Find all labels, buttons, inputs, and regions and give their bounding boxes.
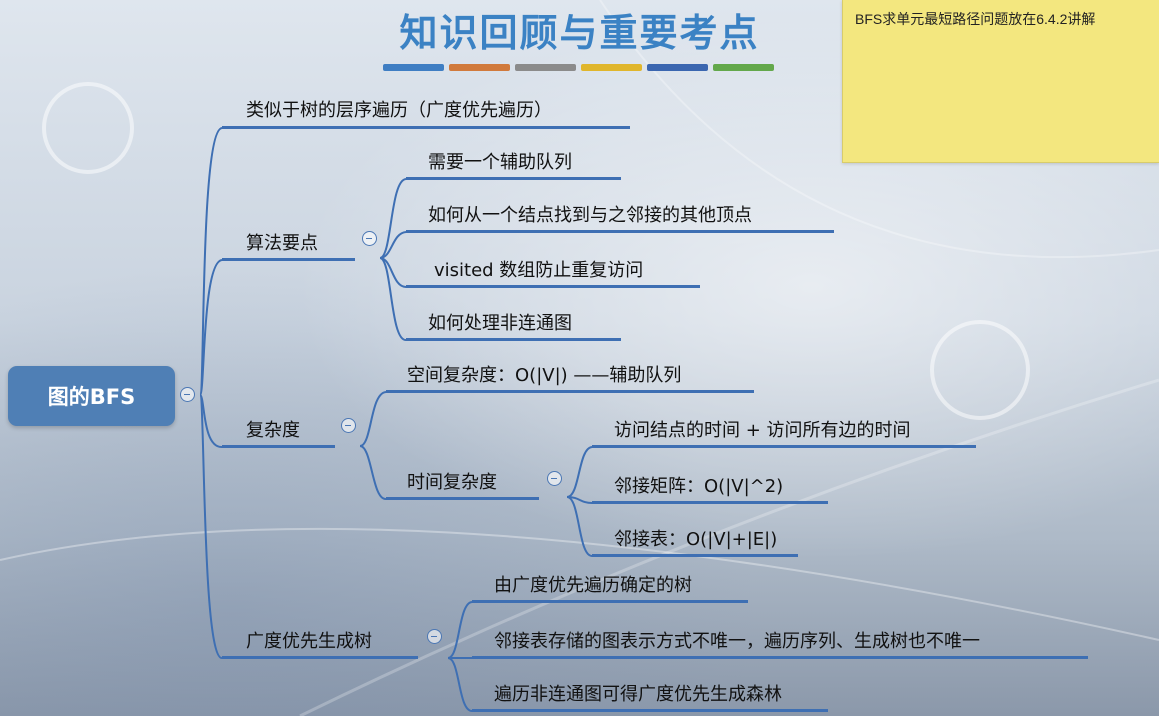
node-disconnected-graph[interactable]: 如何处理非连通图 — [428, 313, 572, 334]
node-adjacency-matrix[interactable]: 邻接矩阵：O(|V|^2) — [614, 476, 784, 497]
node-underline — [406, 230, 834, 233]
collapse-icon[interactable] — [362, 231, 377, 246]
node-underline — [222, 445, 335, 448]
node-complexity[interactable]: 复杂度 — [246, 420, 300, 441]
node-underline — [472, 709, 828, 712]
node-bfs-spanning-tree[interactable]: 广度优先生成树 — [246, 631, 372, 652]
node-time-complexity[interactable]: 时间复杂度 — [407, 472, 497, 493]
connector-b4 — [199, 394, 223, 660]
node-underline — [406, 285, 700, 288]
title-color-bars — [383, 64, 774, 71]
node-underline — [406, 177, 621, 180]
node-underline — [472, 656, 1088, 659]
node-underline — [222, 258, 355, 261]
node-underline — [222, 656, 418, 659]
node-space-complexity[interactable]: 空间复杂度：O(|V|) ——辅助队列 — [407, 365, 682, 386]
node-underline — [222, 126, 630, 129]
node-find-adjacent[interactable]: 如何从一个结点找到与之邻接的其他顶点 — [428, 205, 752, 226]
sticky-note[interactable]: BFS求单元最短路径问题放在6.4.2讲解 — [842, 0, 1159, 163]
collapse-icon[interactable] — [180, 387, 195, 402]
node-underline — [386, 390, 754, 393]
root-node[interactable]: 图的BFS — [8, 366, 175, 426]
node-bfs-analogy[interactable]: 类似于树的层序遍历（广度优先遍历） — [246, 100, 552, 121]
node-underline — [592, 554, 798, 557]
node-underline — [386, 497, 539, 500]
node-visited-array[interactable]: visited 数组防止重复访问 — [434, 260, 644, 281]
node-non-unique[interactable]: 邻接表存储的图表示方式不唯一，遍历序列、生成树也不唯一 — [494, 631, 980, 652]
collapse-icon[interactable] — [341, 418, 356, 433]
node-underline — [592, 501, 828, 504]
page-title: 知识回顾与重要考点 — [399, 11, 760, 55]
collapse-icon[interactable] — [427, 629, 442, 644]
node-underline — [406, 338, 621, 341]
node-visit-time[interactable]: 访问结点的时间 + 访问所有边的时间 — [614, 420, 911, 441]
node-bfs-tree[interactable]: 由广度优先遍历确定的树 — [494, 575, 692, 596]
color-bar — [581, 64, 642, 71]
node-underline — [592, 445, 976, 448]
node-adjacency-list[interactable]: 邻接表：O(|V|+|E|) — [614, 529, 778, 550]
node-spanning-forest[interactable]: 遍历非连通图可得广度优先生成森林 — [494, 684, 782, 705]
color-bar — [647, 64, 708, 71]
color-bar — [449, 64, 510, 71]
node-underline — [472, 600, 748, 603]
color-bar — [713, 64, 774, 71]
node-algorithm-points[interactable]: 算法要点 — [246, 233, 318, 254]
connector-b2 — [199, 259, 223, 396]
collapse-icon[interactable] — [547, 471, 562, 486]
color-bar — [383, 64, 444, 71]
color-bar — [515, 64, 576, 71]
node-aux-queue[interactable]: 需要一个辅助队列 — [428, 152, 572, 173]
